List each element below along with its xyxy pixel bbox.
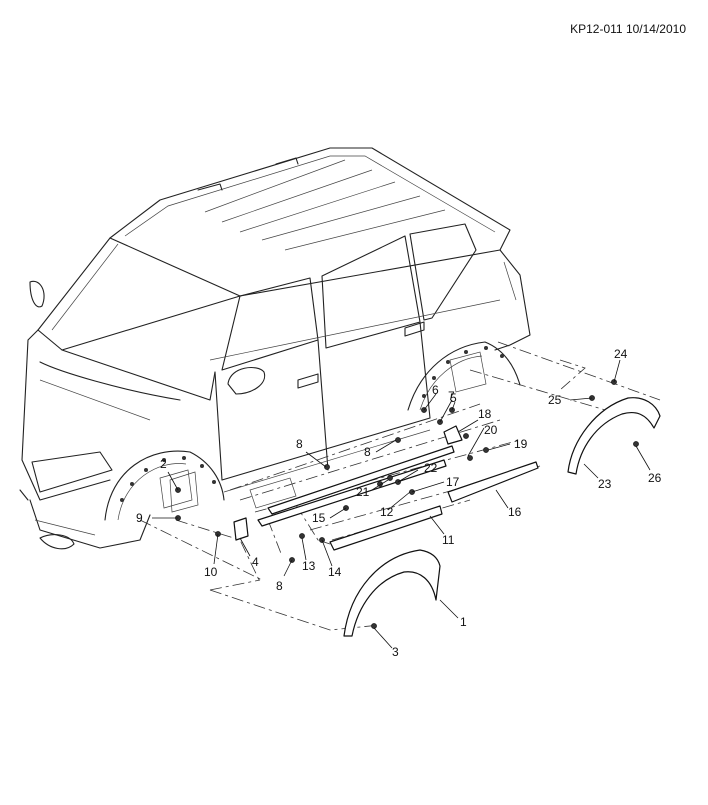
callout-22: 22: [424, 461, 438, 475]
callout-9: 9: [136, 511, 143, 525]
front-molding-bracket: [233, 517, 249, 541]
rocker-panel-strip: [267, 445, 455, 515]
fasteners: [175, 379, 639, 629]
callout-25: 25: [548, 393, 562, 407]
front-wheel-arch-molding: [343, 549, 441, 637]
callout-24: 24: [614, 347, 628, 361]
callout-26: 26: [648, 471, 662, 485]
callout-16: 16: [508, 505, 522, 519]
rear-molding-bracket: [443, 425, 463, 445]
diagram-reference-code: KP12-011 10/14/2010: [570, 22, 686, 36]
rear-wheel-arch-molding: [567, 397, 661, 475]
callout-14: 14: [328, 565, 342, 579]
callout-21: 21: [356, 485, 370, 499]
callout-numbers: 1 2 3 4 5 6 7 8 8 8 9 10 11 12 13 14 15 …: [136, 347, 662, 659]
front-fender-fastener-holes: [120, 456, 216, 502]
callout-23: 23: [598, 477, 612, 491]
leader-lines: [152, 359, 651, 649]
callout-5: 5: [450, 391, 457, 405]
front-door-lower-molding: [329, 505, 443, 551]
callout-8-upper: 8: [296, 437, 303, 451]
callout-17: 17: [446, 475, 460, 489]
callout-1: 1: [460, 615, 467, 629]
callout-7: 7: [448, 389, 455, 403]
rear-fender-fastener-holes: [422, 346, 504, 398]
callout-8-middle: 8: [364, 445, 371, 459]
callout-18: 18: [478, 407, 492, 421]
callout-13: 13: [302, 559, 316, 573]
callout-4: 4: [252, 555, 259, 569]
rocker-molding-strip: [257, 459, 447, 527]
callout-10: 10: [204, 565, 218, 579]
callout-2: 2: [160, 457, 167, 471]
callout-12: 12: [380, 505, 394, 519]
callout-11: 11: [442, 533, 455, 547]
rear-door-lower-molding: [447, 461, 539, 503]
installation-guide-lines: [139, 341, 661, 631]
callout-15: 15: [312, 511, 326, 525]
callout-19: 19: [514, 437, 528, 451]
callout-3: 3: [392, 645, 399, 659]
callout-20: 20: [484, 423, 498, 437]
callout-8-lower: 8: [276, 579, 283, 593]
callout-6: 6: [432, 383, 439, 397]
